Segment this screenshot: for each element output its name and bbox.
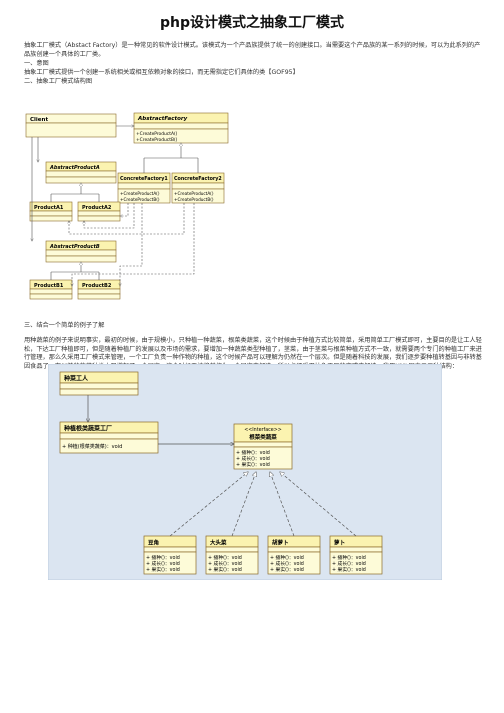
diagram1-connectors — [32, 126, 199, 286]
worker-label: 种菜工人 — [63, 375, 89, 383]
product-b1-class-box: ProductB1 — [29, 279, 73, 300]
section1-text: 抽象工厂模式提供一个创建一系统相关或相互依赖对象的接口，而无需指定它们具体的类【… — [24, 69, 299, 76]
abstract-product-b-class-box: AbstractProductB — [45, 240, 117, 263]
product-a1-label: ProductA1 — [34, 205, 64, 211]
class-1-name: 豆角 — [148, 539, 159, 547]
root-factory-label: 种植根类蔬菜工厂 — [63, 425, 112, 433]
intro-paragraph: 抽象工厂模式（Abstact Factory）是一种常见的软件设计模式。该模式为… — [24, 42, 481, 58]
worker-class-box: 种菜工人 — [59, 371, 139, 396]
class-box-huluobo: 胡萝卜 + 播种()：void + 成长()：void + 果实()：void — [267, 535, 321, 575]
class-3-method-3: + 果实()：void — [270, 566, 304, 573]
product-b2-label: ProductB2 — [82, 283, 112, 289]
concrete-factory-1-class-box: ConcreteFactory1 +CreateProductA() +Crea… — [117, 172, 171, 204]
cf2-method-2: +CreateProductB() — [174, 197, 214, 202]
class-3-method-1: + 播种()：void — [270, 554, 304, 561]
class-2-method-2: + 成长()：void — [208, 560, 242, 567]
page-title: php设计模式之抽象工厂模式 — [159, 15, 344, 31]
abstract-factory-label: AbstractFactory — [137, 116, 188, 122]
cf1-method-2: +CreateProductB() — [120, 197, 160, 202]
abstract-factory-uml-diagram: Client AbstractFactory +CreateProductA()… — [25, 112, 229, 300]
class-2-name: 大头菜 — [210, 539, 227, 547]
interface-method-3: + 果实()：void — [236, 461, 270, 468]
class-1-method-1: + 播种()：void — [146, 554, 180, 561]
root-factory-class-box: 种植根类蔬菜工厂 + 种植(根菜类蔬菜)：void — [59, 421, 159, 454]
cf1-method-1: +CreateProductA() — [120, 191, 160, 196]
product-b2-class-box: ProductB2 — [77, 279, 121, 300]
class-4-method-2: + 成长()：void — [332, 560, 366, 567]
concrete-factory-2-label: ConcreteFactory2 — [174, 176, 222, 182]
class-4-method-3: + 果实()：void — [332, 566, 366, 573]
concrete-factory-1-label: ConcreteFactory1 — [120, 176, 168, 182]
section1-heading: 一、意图 — [24, 60, 49, 67]
class-4-method-1: + 播种()：void — [332, 554, 366, 561]
abstract-product-b-label: AbstractProductB — [49, 244, 100, 250]
class-3-method-2: + 成长()：void — [270, 560, 304, 567]
abstract-product-a-label: AbstractProductA — [49, 165, 100, 171]
af-method-2: +CreateProductB() — [136, 137, 178, 143]
product-a2-class-box: ProductA2 — [77, 201, 121, 222]
interface-method-2: + 成长()：void — [236, 455, 270, 462]
client-label: Client — [30, 117, 48, 123]
root-factory-method: + 种植(根菜类蔬菜)：void — [62, 443, 122, 450]
client-class-box: Client — [25, 113, 117, 138]
abstract-factory-class-box: AbstractFactory +CreateProductA() +Creat… — [133, 112, 229, 144]
af-method-1: +CreateProductA() — [136, 131, 178, 137]
class-2-method-3: + 果实()：void — [208, 566, 242, 573]
interface-name: 根菜类蔬菜 — [249, 433, 277, 441]
product-a2-label: ProductA2 — [82, 205, 112, 211]
concrete-factory-2-class-box: ConcreteFactory2 +CreateProductA() +Crea… — [171, 172, 225, 204]
product-b1-label: ProductB1 — [34, 283, 64, 289]
cf2-method-1: +CreateProductA() — [174, 191, 214, 196]
class-3-name: 胡萝卜 — [272, 539, 289, 547]
root-vegetable-interface-box: <<Interface>> 根菜类蔬菜 + 播种()：void + 成长()：v… — [233, 423, 293, 470]
section3-heading: 三、结合一个简单的例子了解 — [24, 322, 105, 329]
class-box-douijiao: 豆角 + 播种()：void + 成长()：void + 果实()：void — [143, 535, 197, 575]
vegetable-factory-uml-diagram: 种菜工人 种植根类蔬菜工厂 + 种植(根菜类蔬菜)：void <<Interfa… — [48, 364, 442, 580]
class-1-method-2: + 成长()：void — [146, 560, 180, 567]
class-2-method-1: + 播种()：void — [208, 554, 242, 561]
class-1-method-3: + 果实()：void — [146, 566, 180, 573]
interface-stereotype: <<Interface>> — [244, 427, 282, 433]
section2-heading: 二、抽象工厂模式结构图 — [24, 78, 93, 85]
product-a1-class-box: ProductA1 — [29, 201, 73, 222]
class-box-datoucai: 大头菜 + 播种()：void + 成长()：void + 果实()：void — [205, 535, 259, 575]
class-4-name: 萝卜 — [334, 539, 346, 547]
class-box-luobo: 萝卜 + 播种()：void + 成长()：void + 果实()：void — [329, 535, 383, 575]
interface-method-1: + 播种()：void — [236, 449, 270, 456]
diagram2-connectors — [88, 395, 357, 537]
abstract-product-a-class-box: AbstractProductA — [45, 161, 117, 184]
